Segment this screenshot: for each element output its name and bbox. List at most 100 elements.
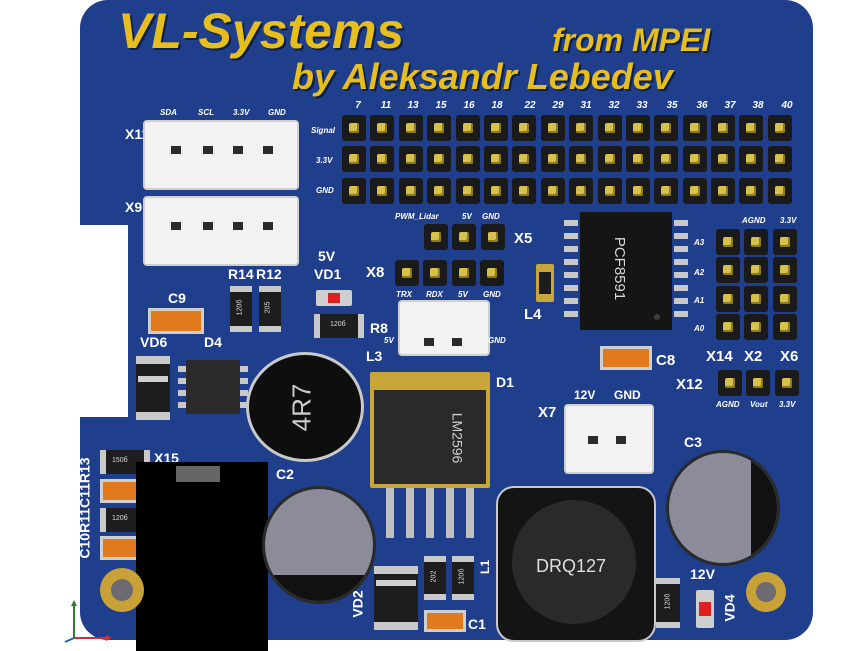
c9-label: C9	[168, 290, 186, 306]
vd1-led[interactable]	[316, 290, 352, 306]
d1-label: D1	[496, 374, 514, 390]
gpio-row-label-gnd: GND	[316, 186, 334, 195]
adc-header-row-a3[interactable]	[716, 229, 801, 255]
c1-label: C1	[468, 616, 486, 632]
gpio-row-label-signal: Signal	[311, 126, 336, 135]
vd4-resistor[interactable]: 120б	[656, 578, 680, 628]
d1-diode[interactable]	[370, 372, 490, 488]
adc-label-3v3: 3.3V	[780, 216, 797, 225]
r-small-2-marking: 120б	[458, 568, 466, 585]
l4-label: L4	[524, 306, 542, 323]
vd4-resistor-marking: 120б	[664, 593, 672, 610]
x12-pin-vout: Vout	[750, 400, 768, 409]
l4-component[interactable]	[536, 264, 554, 302]
gpio-pin-number: 35	[666, 100, 678, 111]
vd4-label: VD4	[721, 594, 738, 622]
r11-marking: 120б	[112, 515, 128, 522]
d4-label: D4	[204, 334, 222, 350]
r-small-2[interactable]: 120б	[452, 556, 474, 600]
d4-chip[interactable]	[178, 360, 248, 414]
adc-label-agnd: AGND	[742, 216, 766, 225]
l3-inductor[interactable]	[246, 352, 364, 462]
axis-gizmo[interactable]	[60, 560, 120, 646]
x12-pin-agnd: AGND	[716, 400, 740, 409]
vd4-led[interactable]	[696, 590, 714, 628]
adc-header-row-a1[interactable]	[716, 286, 801, 312]
r12-resistor[interactable]: 205	[259, 286, 281, 332]
x5-pin-pwm: PWM_Lidar	[395, 212, 439, 221]
x15-dc-jack[interactable]	[136, 462, 268, 651]
gpio-pin-number: 37	[724, 100, 736, 111]
vd2-diode[interactable]	[374, 566, 418, 630]
gpio-pin-number: 40	[781, 100, 793, 111]
x11-connector[interactable]	[143, 120, 299, 190]
gpio-row-label-3v3: 3.3V	[316, 156, 333, 165]
gpio-header-row-gnd[interactable]	[342, 178, 796, 204]
x9-connector[interactable]	[143, 196, 299, 266]
x8-pin-5v: 5V	[458, 290, 468, 299]
adc-label-a0: A0	[694, 324, 705, 333]
x12-label: X12	[676, 376, 703, 393]
x11-pin-scl: SCL	[198, 108, 214, 117]
c8-capacitor[interactable]	[600, 346, 652, 370]
x7-connector[interactable]	[564, 404, 654, 474]
x5-header[interactable]	[424, 224, 509, 250]
x2-label: X2	[744, 348, 763, 365]
drq127-marking: DRQ127	[536, 556, 607, 576]
x11-pin-3v3: 3.3V	[233, 108, 250, 117]
gpio-pin-number: 18	[491, 100, 503, 111]
l3-label: L3	[366, 348, 383, 364]
lm2596-marking: LM2596	[449, 412, 466, 464]
x7-label: X7	[538, 404, 557, 421]
lidar-power-connector[interactable]	[398, 300, 490, 356]
x8-pin-gnd: GND	[483, 290, 501, 299]
x12-header[interactable]	[718, 370, 803, 396]
x8-header[interactable]	[395, 260, 509, 286]
c3-capacitor[interactable]	[666, 450, 780, 566]
x8-label: X8	[366, 264, 385, 281]
drq127-inductor[interactable]	[496, 486, 656, 642]
adc-label-a1: A1	[694, 296, 705, 305]
x8-pin-rdx: RDX	[426, 290, 443, 299]
board-title: VL-Systems	[118, 3, 405, 59]
x5-pin-5v: 5V	[462, 212, 472, 221]
c9-capacitor[interactable]	[148, 308, 204, 334]
gpio-pin-number: 15	[435, 100, 447, 111]
r13-marking: 150б	[112, 457, 128, 464]
gpio-pin-number: 33	[636, 100, 648, 111]
x6-label: X6	[780, 348, 799, 365]
lm2596-leads	[382, 488, 480, 544]
lidar-connector-5v-label: 5V	[384, 336, 394, 345]
c1-capacitor[interactable]	[424, 610, 466, 632]
adc-header-row-a2[interactable]	[716, 257, 801, 283]
gpio-header-row-signal[interactable]	[342, 115, 796, 141]
adc-header-row-a0[interactable]	[716, 314, 801, 340]
left-stack-label: C10R11C11R13	[76, 457, 93, 559]
r8-resistor[interactable]: 120б	[314, 314, 364, 338]
r12-marking: 205	[264, 301, 272, 314]
lidar-connector-gnd-label: GND	[488, 336, 506, 345]
vd6-label: VD6	[140, 334, 168, 350]
x5-label: X5	[514, 230, 533, 247]
pcf8591-marking: PCF8591	[611, 236, 629, 301]
adc-label-a3: A3	[694, 238, 705, 247]
r8-marking: 120б	[330, 321, 346, 328]
vd4-voltage: 12V	[690, 566, 715, 582]
r14-resistor[interactable]: 120б	[230, 286, 252, 332]
gpio-header-row-3v3[interactable]	[342, 146, 796, 172]
mounting-hole-bottom-right	[746, 572, 786, 612]
r-small-1[interactable]: 202	[424, 556, 446, 600]
x7-pin-gnd: GND	[614, 388, 641, 402]
l3-marking: 4R7	[286, 383, 317, 432]
r8-label: R8	[370, 320, 388, 336]
gpio-pin-number: 31	[580, 100, 592, 111]
r12-label: R12	[256, 266, 282, 282]
c2-capacitor[interactable]	[262, 486, 376, 604]
pcf8591-chip[interactable]	[564, 212, 688, 330]
x8-pin-trx: TRX	[396, 290, 412, 299]
r-small-1-marking: 202	[430, 570, 438, 583]
x7-pin-12v: 12V	[574, 388, 596, 402]
c8-label: C8	[656, 352, 676, 369]
vd6-diode[interactable]	[136, 356, 170, 420]
